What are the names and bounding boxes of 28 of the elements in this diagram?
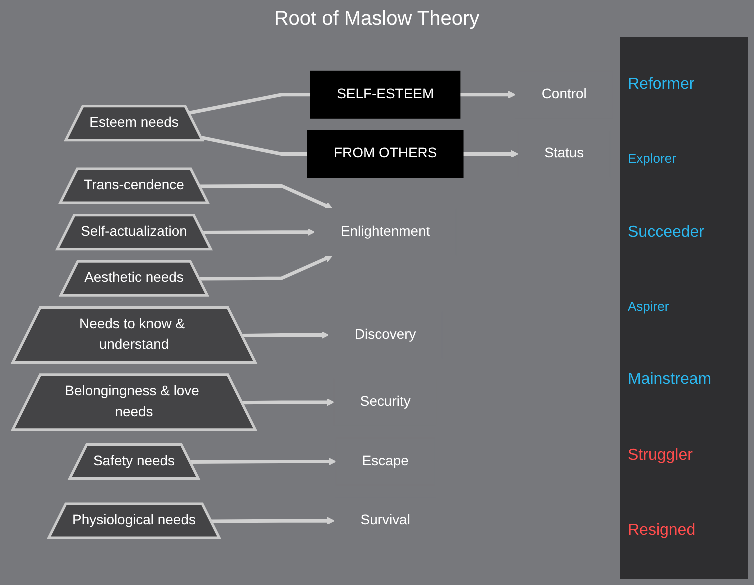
segment-label: Reformer	[628, 76, 696, 94]
arrow	[190, 458, 336, 466]
segment-label: Resigned	[628, 522, 697, 540]
node-text: Escape	[362, 454, 409, 469]
node-text: Security	[360, 394, 411, 410]
arrow	[200, 184, 333, 210]
arrow	[460, 91, 516, 99]
segment-label: Struggler	[628, 446, 694, 465]
node-text: Status	[544, 146, 584, 162]
diagram-title: Root of Maslow Theory	[273, 8, 481, 31]
segment-label: Aspirer	[628, 298, 670, 314]
connector	[201, 136, 308, 156]
arrow	[202, 228, 316, 236]
node-text: Control	[542, 87, 587, 102]
segment-label: Mainstream	[628, 371, 713, 390]
node-box: SELF-ESTEEM	[310, 70, 461, 119]
node-text: Enlightenment	[340, 224, 430, 240]
arrow	[242, 331, 330, 340]
arrow	[242, 398, 335, 406]
connector	[188, 93, 311, 115]
arrow	[199, 255, 333, 281]
node-text: Discovery	[354, 327, 416, 342]
arrow	[211, 517, 335, 525]
segment-label: Explorer	[628, 151, 678, 166]
node-text: Survival	[360, 513, 410, 528]
arrow	[463, 150, 519, 158]
segment-label: Succeeder	[628, 224, 706, 242]
node-box: FROM OTHERS	[307, 130, 464, 178]
